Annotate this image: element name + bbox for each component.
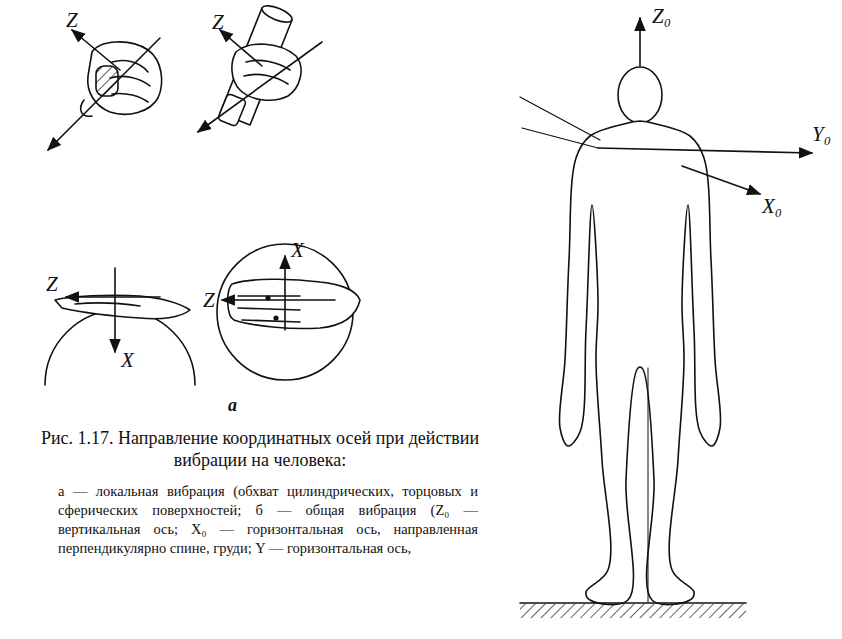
caption-body: а — локальная вибрация (обхват цилиндрич…	[58, 482, 478, 557]
hand-on-sphere	[217, 244, 360, 380]
human-figure	[520, 18, 812, 605]
axis-label: Z	[212, 12, 224, 33]
axis-label: X	[121, 350, 134, 371]
panel-letter: a	[228, 396, 237, 414]
hand-grip-cylinder	[48, 30, 162, 150]
axis-label: Y₀	[812, 124, 831, 145]
axis-label: Z	[46, 274, 58, 295]
axis-label: X	[291, 240, 304, 261]
body-outline	[559, 121, 720, 605]
ground-hatching	[520, 603, 746, 618]
hand-on-hemisphere	[45, 268, 195, 385]
axis-label: Z₀	[652, 6, 671, 27]
axis-label: Z	[203, 290, 215, 311]
hand-grip-long-cylinder	[198, 2, 322, 132]
axis-label: X₀	[762, 196, 782, 217]
figure-caption: Рис. 1.17. Направление координатных осей…	[40, 428, 480, 471]
axis-label: Z	[66, 10, 78, 31]
